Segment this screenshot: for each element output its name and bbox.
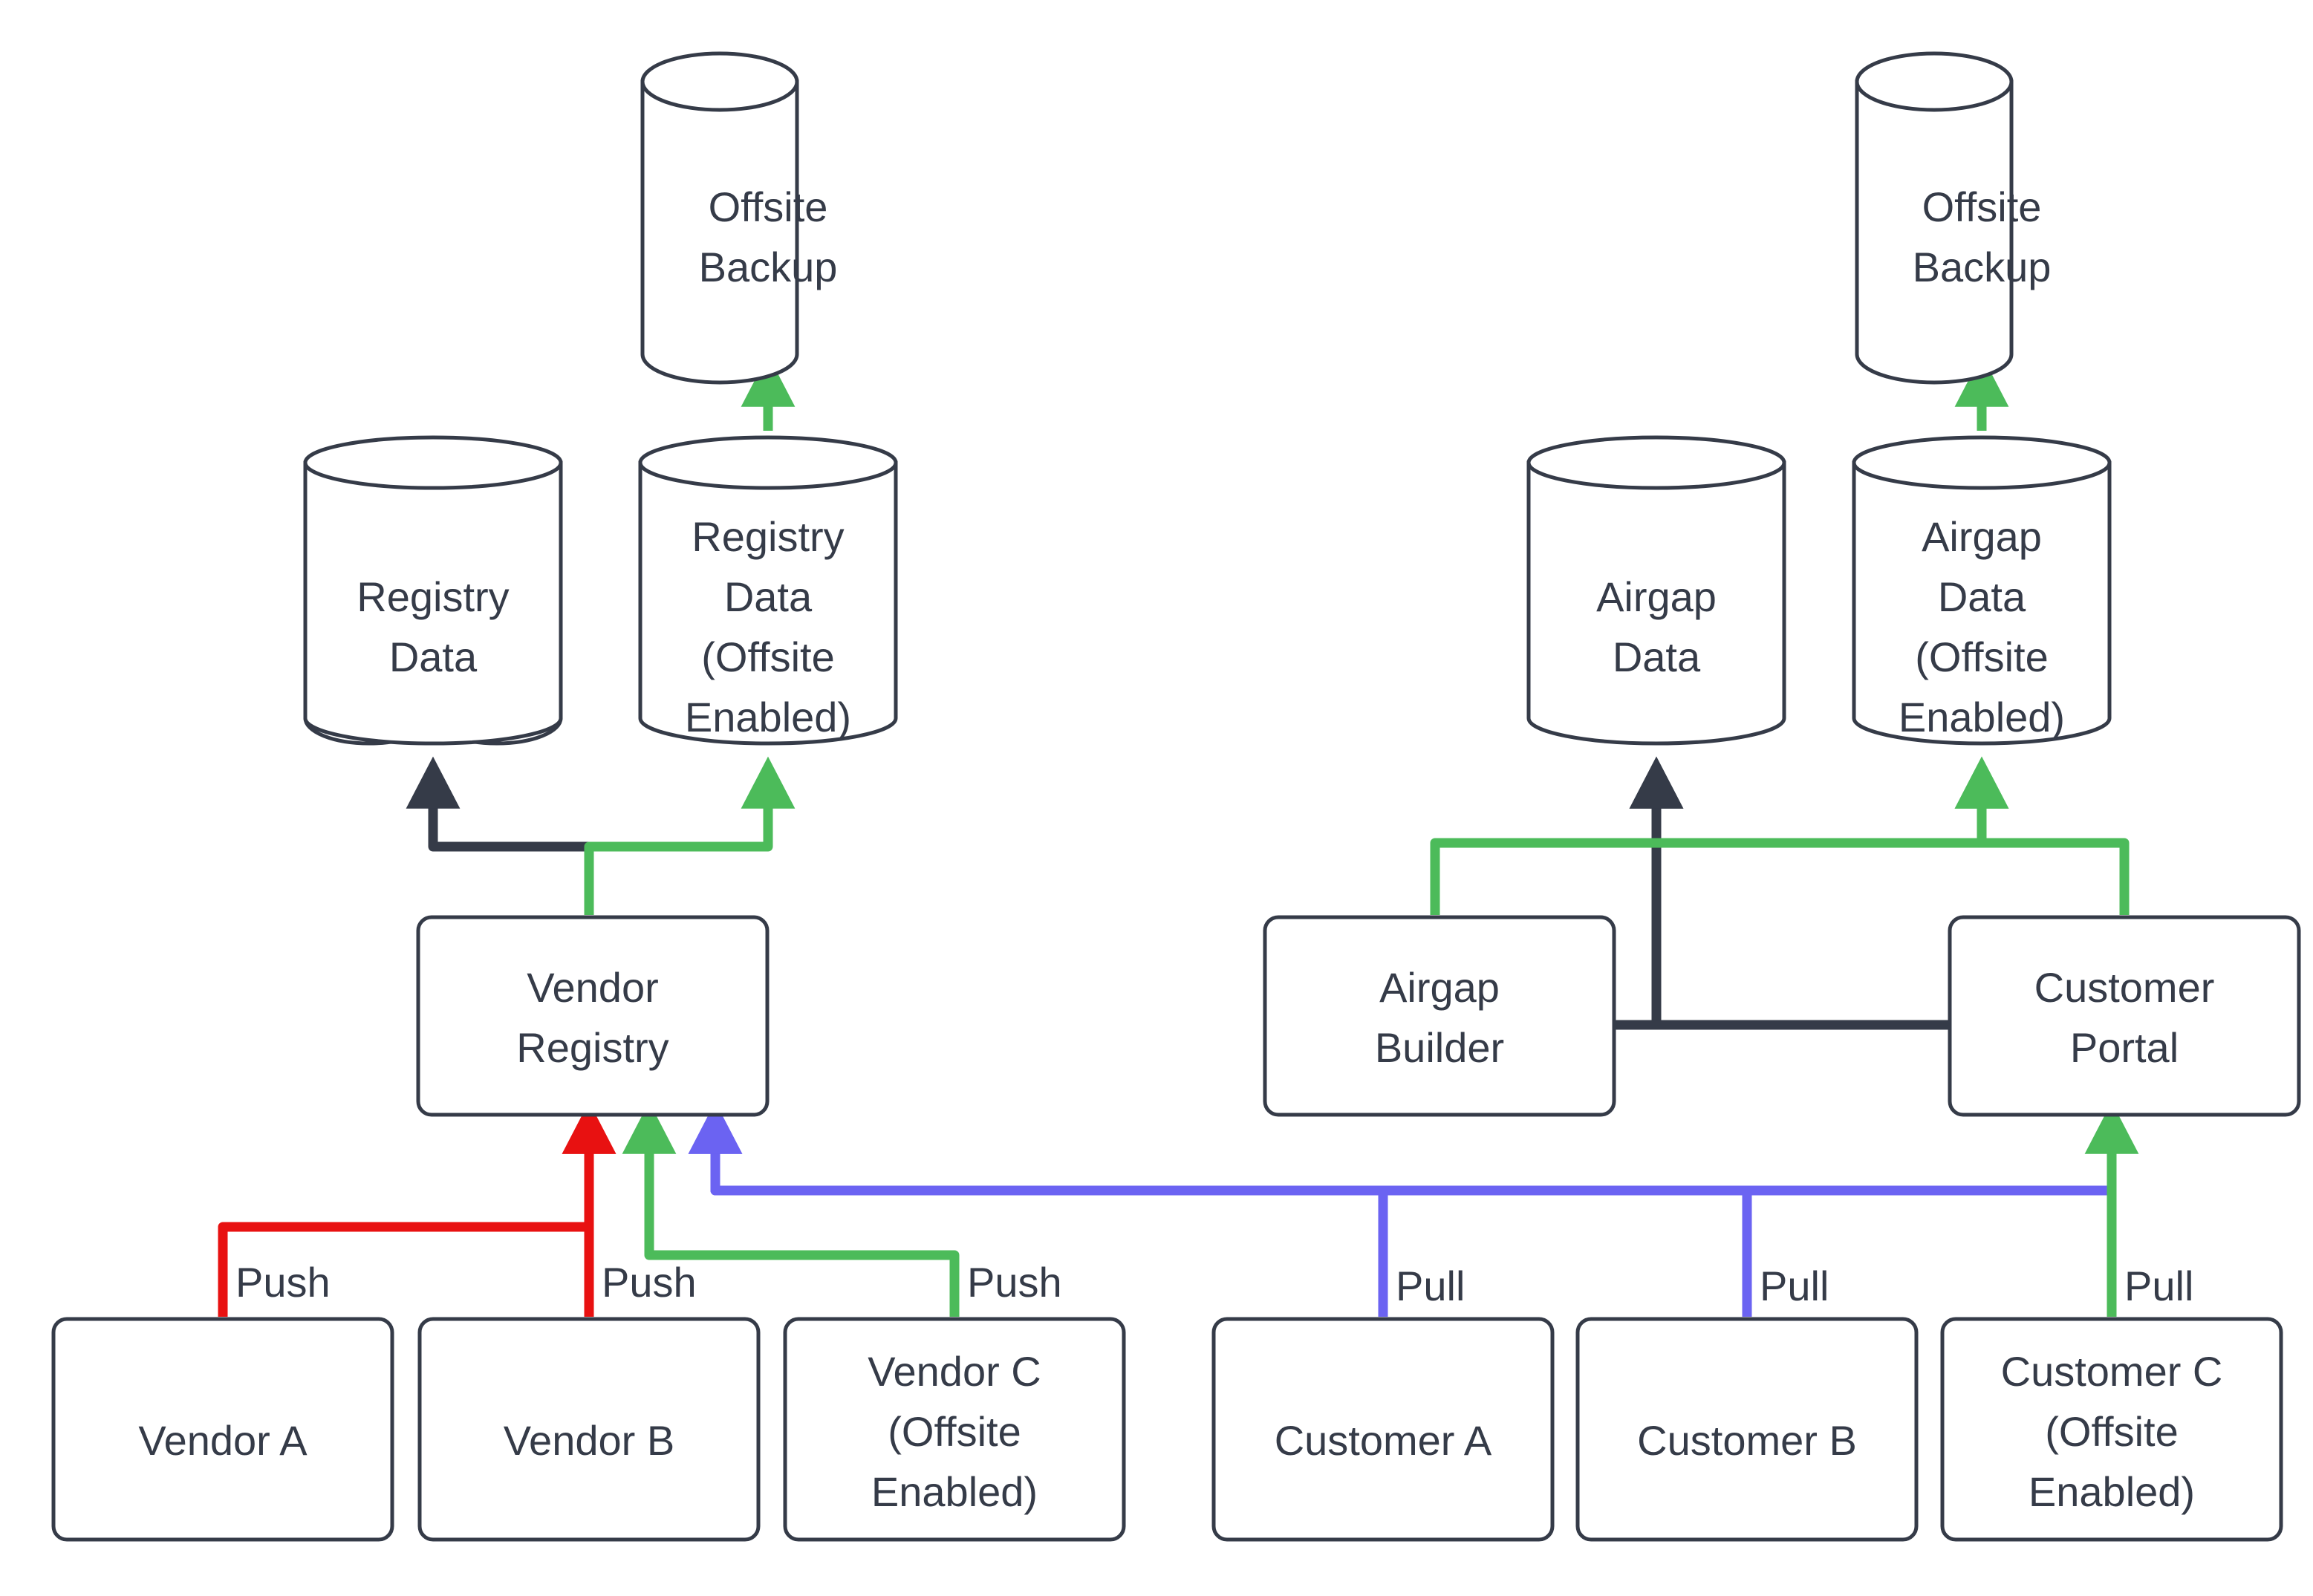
airgap-data-offsite-label-3: (Offsite (1915, 633, 2048, 680)
edge-customer-portal-to-airgap-data (1629, 756, 1949, 1030)
node-registry-data-offsite[interactable]: Registry Data (Offsite Enabled) (638, 435, 898, 746)
vendor-registry-label-1: Vendor (527, 964, 659, 1011)
node-airgap-builder[interactable]: Airgap Builder (1263, 915, 1616, 1117)
edge-label-vendor-b-push: Push (602, 1259, 697, 1306)
registry-data-offsite-label-4: Enabled) (685, 694, 851, 740)
vendor-c-label-2: (Offsite (888, 1408, 1021, 1455)
customer-b-label: Customer B (1637, 1417, 1857, 1464)
vendor-c-label-3: Enabled) (871, 1468, 1038, 1515)
node-offsite-backup-right[interactable]: Offsite Backup (1855, 51, 2052, 385)
registry-data-label-2: Data (389, 633, 478, 680)
node-vendor-c[interactable]: Vendor C (Offsite Enabled) (783, 1317, 1126, 1542)
customer-c-label-1: Customer C (2001, 1348, 2223, 1395)
node-vendor-registry[interactable]: Vendor Registry (416, 915, 770, 1117)
edge-label-customer-c-pull: Pull (2124, 1263, 2193, 1309)
vendor-c-label-1: Vendor C (868, 1348, 1041, 1395)
edge-vendor-registry-to-registry-data-offsite (584, 756, 796, 915)
airgap-data-offsite-label-2: Data (1938, 573, 2026, 620)
edge-label-customer-b-pull: Pull (1760, 1263, 1829, 1309)
registry-data-offsite-label-3: (Offsite (701, 633, 834, 680)
customer-a-label: Customer A (1275, 1417, 1492, 1464)
node-offsite-backup-left[interactable]: Offsite Backup (640, 51, 838, 385)
node-customer-a[interactable]: Customer A (1211, 1317, 1555, 1542)
registry-data-label-1: Registry (357, 573, 509, 620)
edge-vendor-c-push (622, 1101, 960, 1317)
edge-customer-portal-to-airgap-data-offsite (1954, 756, 2130, 915)
offsite-backup-left-label-1: Offsite (709, 183, 828, 230)
offsite-backup-right-label-2: Backup (1913, 244, 2052, 290)
node-airgap-data[interactable]: Airgap Data (1526, 435, 1786, 746)
airgap-data-offsite-label-4: Enabled) (1899, 694, 2065, 740)
airgap-data-label-1: Airgap (1596, 573, 1717, 620)
customer-portal-label-1: Customer (2034, 964, 2215, 1011)
airgap-builder-label-2: Builder (1375, 1024, 1504, 1071)
node-customer-portal[interactable]: Customer Portal (1948, 915, 2301, 1117)
vendor-a-label: Vendor A (138, 1417, 308, 1464)
offsite-backup-right-label-1: Offsite (1922, 183, 2042, 230)
node-airgap-data-offsite[interactable]: Airgap Data (Offsite Enabled) (1852, 435, 2112, 746)
vendor-registry-label-2: Registry (516, 1024, 668, 1071)
edge-customer-b-pull (688, 1101, 1752, 1317)
registry-data-offsite-label-2: Data (724, 573, 813, 620)
registry-data-offsite-label-1: Registry (692, 513, 844, 560)
customer-c-label-2: (Offsite (2045, 1408, 2178, 1455)
node-vendor-b[interactable]: Vendor B (417, 1317, 761, 1542)
vendor-b-label: Vendor B (504, 1417, 674, 1464)
node-registry-data[interactable]: Registry Data (303, 435, 563, 746)
customer-c-label-3: Enabled) (2029, 1468, 2195, 1515)
edge-label-vendor-a-push: Push (235, 1259, 331, 1306)
edge-label-vendor-c-push: Push (967, 1259, 1062, 1306)
airgap-builder-label-1: Airgap (1379, 964, 1500, 1011)
edge-label-customer-a-pull: Pull (1396, 1263, 1465, 1309)
airgap-data-offsite-label-1: Airgap (1922, 513, 2042, 560)
node-customer-c[interactable]: Customer C (Offsite Enabled) (1940, 1317, 2283, 1542)
node-vendor-a[interactable]: Vendor A (51, 1317, 394, 1542)
customer-portal-label-2: Portal (2070, 1024, 2179, 1071)
offsite-backup-left-label-2: Backup (699, 244, 838, 290)
node-customer-b[interactable]: Customer B (1575, 1317, 1919, 1542)
airgap-data-label-2: Data (1613, 633, 1701, 680)
